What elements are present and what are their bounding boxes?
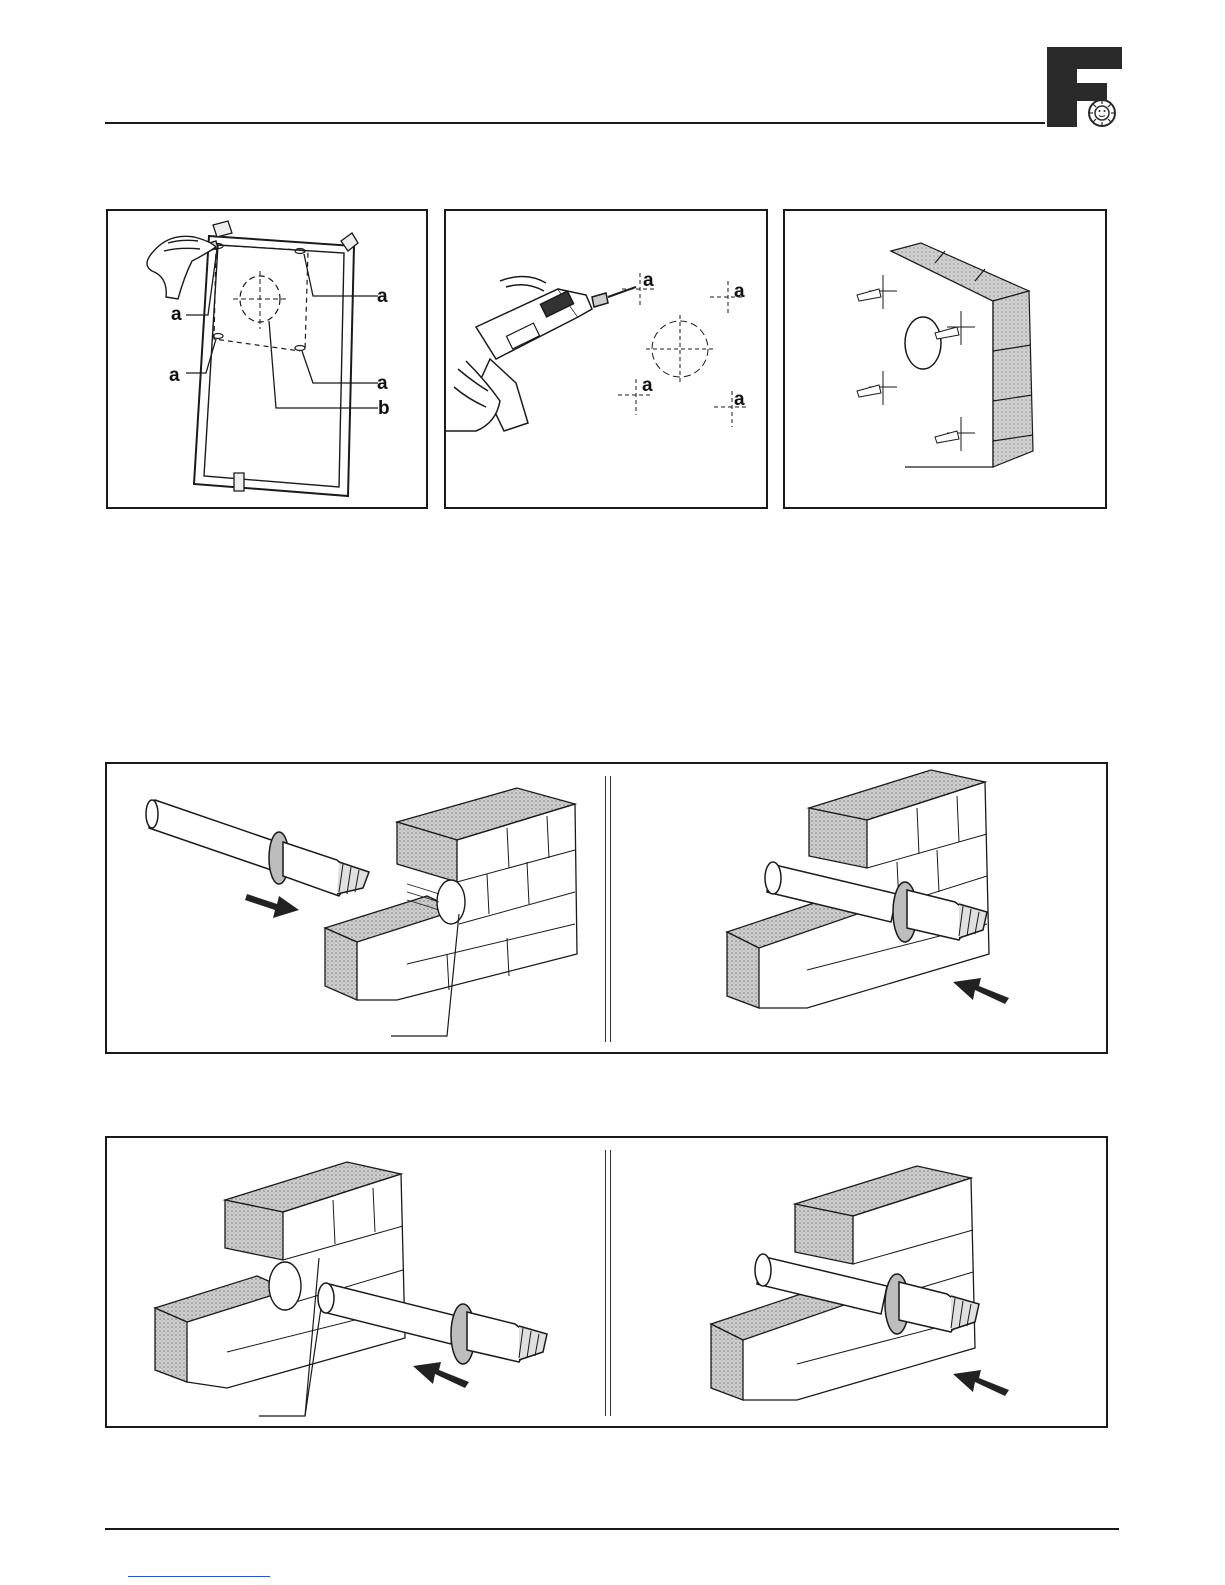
drill-drawing <box>446 211 766 507</box>
label-a: a <box>377 287 388 306</box>
fondital-f-sun-logo-icon <box>1047 47 1122 127</box>
figure-drilling: a a a a <box>444 209 768 509</box>
header-rule <box>105 122 1045 124</box>
label-a: a <box>642 376 653 395</box>
label-b: b <box>378 399 390 418</box>
pipe-insertion-drawing-1 <box>107 764 1106 1052</box>
label-a: a <box>169 366 180 385</box>
wall-plugs-drawing <box>785 211 1105 507</box>
figure-template-marking: a a a a b <box>106 209 428 509</box>
label-a: a <box>643 271 654 290</box>
label-a: a <box>734 282 745 301</box>
label-a: a <box>734 390 745 409</box>
footer-rule <box>105 1528 1119 1530</box>
template-drawing <box>108 211 426 507</box>
label-a: a <box>171 305 182 324</box>
mark-hole <box>295 346 305 351</box>
footer-link-underline <box>128 1576 270 1577</box>
figure-pipe-insertion-2 <box>105 1136 1108 1428</box>
label-a: a <box>377 374 388 393</box>
figure-wall-plugs <box>783 209 1107 509</box>
figure-pipe-insertion-1 <box>105 762 1108 1054</box>
flue-hole <box>905 317 941 369</box>
pipe-insertion-drawing-2 <box>107 1138 1106 1426</box>
